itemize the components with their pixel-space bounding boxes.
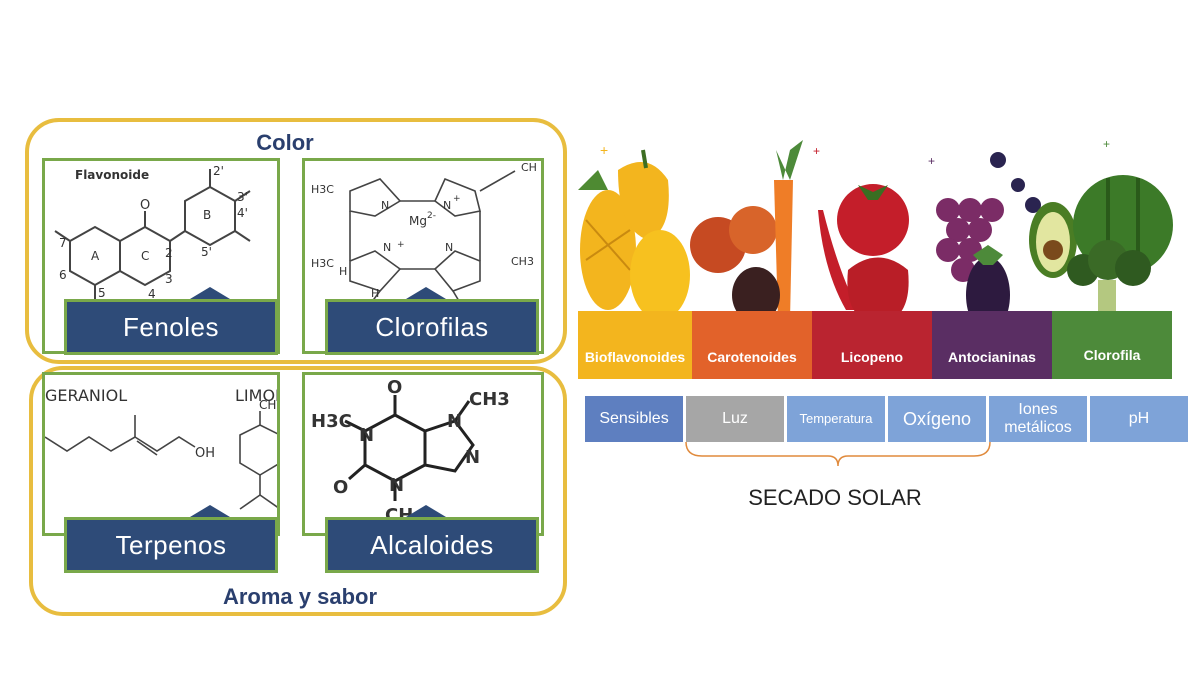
chili-icon xyxy=(818,210,858,310)
atom-label: O xyxy=(387,377,402,398)
flow-iones-metalicos: Iones metálicos xyxy=(989,396,1087,442)
atom-label: CH xyxy=(259,398,276,412)
svg-text:+: + xyxy=(1103,137,1110,151)
blueberries-icon xyxy=(990,152,1041,213)
label-notch xyxy=(190,505,230,517)
aroma-group xyxy=(29,366,567,616)
atom-label: 5 xyxy=(98,286,106,300)
atom-label: 4' xyxy=(237,206,248,220)
atom-label: 3' xyxy=(237,190,248,204)
plum-icon xyxy=(732,267,780,323)
clorofilas-label: Clorofilas xyxy=(325,299,539,355)
flavonoid-molecule: Flavonoide A B C O 2' 3' 4' 5' 2 3 4 5 6… xyxy=(54,164,251,301)
atom-label: Mg xyxy=(409,214,427,228)
label-notch xyxy=(406,505,446,517)
decorative-sprinkles: + + + + xyxy=(600,137,1110,168)
secado-solar-caption: SECADO SOLAR xyxy=(748,485,922,510)
compound-name-geraniol: GERANIOL xyxy=(45,386,127,405)
terpene-molecules: GERANIOL LIMON OH CH xyxy=(45,386,280,510)
grouping-brace xyxy=(685,441,991,467)
svg-text:+: + xyxy=(813,144,820,158)
red-pepper-icon xyxy=(847,257,909,325)
ring-a-label: A xyxy=(91,249,100,263)
flow-temperatura: Temperatura xyxy=(787,396,885,442)
label-notch xyxy=(190,287,230,299)
tomato-icon xyxy=(837,184,909,256)
label-notch xyxy=(406,287,446,299)
atom-label: N xyxy=(465,447,480,468)
mango-icon xyxy=(630,230,690,320)
atom-label: N xyxy=(447,411,462,432)
band-antocianinas: Antocianinas xyxy=(932,311,1052,379)
fenoles-label-text: Fenoles xyxy=(123,312,219,342)
atom-label: 2' xyxy=(213,164,224,178)
atom-label: 6 xyxy=(59,268,67,282)
alcaloides-label-text: Alcaloides xyxy=(370,530,494,560)
svg-text:+: + xyxy=(600,142,608,158)
color-title: Color xyxy=(256,130,314,155)
terpenos-label: Terpenos xyxy=(64,517,278,573)
band-clorofila: Clorofila xyxy=(1052,311,1172,379)
atom-label: O xyxy=(140,198,150,213)
atom-label: H xyxy=(371,287,379,300)
band-licopeno: Licopeno xyxy=(812,311,932,379)
atom-label: H3C xyxy=(311,411,352,432)
terpene-structure-card: GERANIOL LIMON OH CH xyxy=(42,372,280,536)
aroma-title: Aroma y sabor xyxy=(222,584,378,609)
flow-luz: Luz xyxy=(686,396,784,442)
color-group xyxy=(25,118,567,364)
compound-name-limonene: LIMON xyxy=(235,386,280,405)
atom-label: N xyxy=(445,241,453,254)
yellow-pepper-icon xyxy=(618,162,669,240)
caffeine-molecule: O H3C N O N N N CH3 CH xyxy=(311,377,510,526)
pineapple-icon xyxy=(578,170,636,310)
atom-label: H xyxy=(339,265,347,278)
produce-illustration: + + + + xyxy=(578,137,1173,330)
atom-label: H3C xyxy=(311,257,334,270)
atom-label: O xyxy=(333,477,348,498)
atom-label: + xyxy=(397,240,405,250)
alcaloides-label: Alcaloides xyxy=(325,517,539,573)
flow-ph: pH xyxy=(1090,396,1188,442)
svg-text:+: + xyxy=(928,154,935,168)
atom-label: CH3 xyxy=(469,389,510,410)
atom-label: N xyxy=(381,199,389,212)
atom-label: N xyxy=(359,425,374,446)
atom-label: 3 xyxy=(165,272,173,286)
atom-label: 5' xyxy=(201,245,212,259)
terpenos-label-text: Terpenos xyxy=(115,530,227,560)
atom-label: 7 xyxy=(59,236,67,250)
atom-label: + xyxy=(453,194,461,204)
grapes-icon xyxy=(936,198,1004,282)
atom-label: N xyxy=(389,475,404,496)
fenoles-label: Fenoles xyxy=(64,299,278,355)
carrot-icon xyxy=(774,180,793,320)
broccoli-icon xyxy=(1067,240,1151,320)
band-carotenoides: Carotenoides xyxy=(692,311,812,379)
atom-label: CH xyxy=(521,161,537,174)
atom-label: OH xyxy=(195,446,215,461)
atom-label: H3C xyxy=(311,183,334,196)
onion-icon xyxy=(729,206,777,254)
flow-oxigeno: Oxígeno xyxy=(888,396,986,442)
atom-label: 2- xyxy=(427,211,436,221)
atom-label: 2 xyxy=(165,246,173,260)
ring-b-label: B xyxy=(203,208,211,222)
band-bioflavonoides: Bioflavonoides xyxy=(578,311,692,379)
clorofilas-label-text: Clorofilas xyxy=(375,312,489,342)
atom-label: 4 xyxy=(148,287,156,301)
atom-label: N xyxy=(443,199,451,212)
flow-sensibles: Sensibles xyxy=(585,396,683,442)
atom-label: N xyxy=(383,241,391,254)
ring-c-label: C xyxy=(141,249,149,263)
atom-label: CH3 xyxy=(511,255,534,268)
molecule-title: Flavonoide xyxy=(75,168,149,182)
